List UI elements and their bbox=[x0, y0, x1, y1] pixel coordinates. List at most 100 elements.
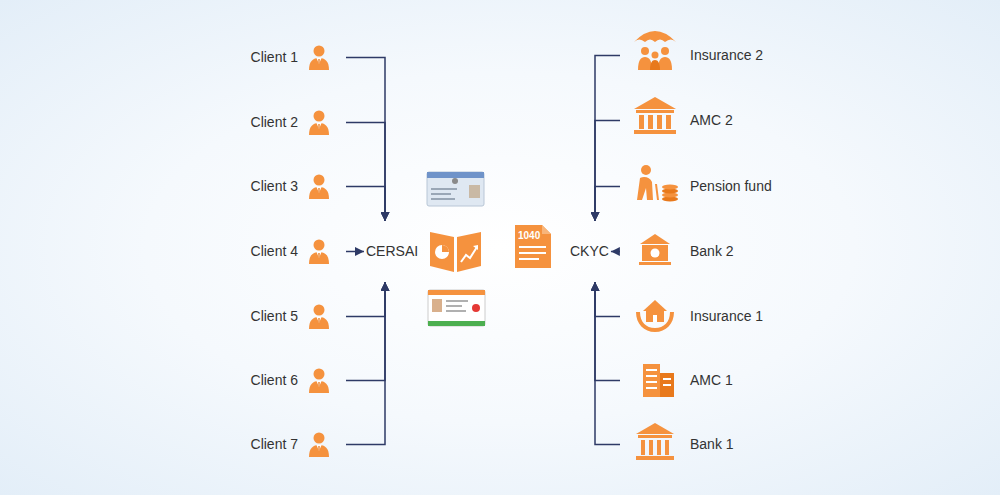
tax-form-icon bbox=[515, 225, 551, 268]
client-icon bbox=[309, 46, 329, 71]
flow-arrow bbox=[346, 187, 385, 222]
institution-label: Bank 1 bbox=[620, 436, 734, 453]
flow-arrow bbox=[595, 187, 620, 222]
node-text: Pension fund bbox=[690, 178, 772, 195]
card-line bbox=[446, 300, 468, 302]
bank-emblem bbox=[651, 249, 660, 258]
umbrella bbox=[634, 31, 676, 42]
flow-arrow bbox=[595, 282, 620, 317]
client-label: Client 7 bbox=[251, 436, 346, 453]
column bbox=[665, 440, 669, 455]
aadhaar-card-icon bbox=[428, 290, 485, 326]
client-icon bbox=[309, 175, 329, 200]
flow-arrow bbox=[346, 251, 364, 253]
pediment bbox=[634, 97, 676, 109]
family-head bbox=[641, 47, 649, 55]
node-text: CKYC bbox=[570, 243, 609, 260]
card-photo bbox=[469, 185, 480, 198]
card-bottom-stripe bbox=[428, 321, 485, 326]
node-text: Client 7 bbox=[251, 436, 298, 453]
family-head bbox=[661, 47, 669, 55]
column bbox=[641, 440, 645, 455]
node-text: AMC 2 bbox=[690, 112, 733, 129]
family-body bbox=[658, 57, 672, 70]
institution-label: Pension fund bbox=[620, 178, 772, 195]
family-body bbox=[638, 57, 652, 70]
column bbox=[666, 115, 671, 129]
node-text: Bank 1 bbox=[690, 436, 734, 453]
client-icon bbox=[309, 369, 329, 394]
card-body bbox=[427, 172, 484, 206]
amc-building-icon bbox=[634, 97, 676, 134]
form-number: 1040 bbox=[518, 230, 540, 242]
node-text: AMC 1 bbox=[690, 372, 733, 389]
man-body bbox=[637, 177, 653, 200]
house-body bbox=[646, 311, 664, 322]
flow-arrow bbox=[346, 282, 385, 317]
node-text: Insurance 2 bbox=[690, 47, 763, 64]
form-line bbox=[519, 252, 546, 254]
bank-body bbox=[642, 245, 668, 261]
tower-window bbox=[663, 384, 671, 386]
tower bbox=[643, 364, 660, 397]
client-label: Client 5 bbox=[251, 308, 346, 325]
flow-arrow bbox=[346, 58, 385, 222]
client-icon bbox=[309, 433, 329, 458]
node-text: Client 4 bbox=[251, 243, 298, 260]
institution-label: Insurance 2 bbox=[620, 47, 763, 64]
pension-icon bbox=[637, 165, 678, 202]
flow-arrow bbox=[346, 282, 385, 445]
tower-window bbox=[646, 381, 657, 383]
institution-label: AMC 1 bbox=[620, 372, 733, 389]
form-line bbox=[519, 246, 546, 248]
flow-arrow bbox=[595, 282, 620, 381]
entablature bbox=[636, 110, 674, 113]
bank-icon bbox=[639, 234, 671, 265]
client-label: Client 3 bbox=[251, 178, 346, 195]
base bbox=[634, 130, 676, 134]
institution-label: AMC 2 bbox=[620, 112, 733, 129]
tower-window bbox=[646, 369, 657, 371]
card-band bbox=[427, 172, 484, 178]
pan-card-icon bbox=[427, 172, 484, 206]
report-right-page bbox=[457, 232, 481, 272]
flow-arrow bbox=[595, 282, 620, 445]
node-text: Client 3 bbox=[251, 178, 298, 195]
node-text: Client 5 bbox=[251, 308, 298, 325]
card-logo bbox=[472, 304, 480, 312]
bank-roof bbox=[640, 234, 670, 244]
bank-base bbox=[639, 262, 671, 265]
tower bbox=[660, 373, 674, 397]
institution-label: Insurance 1 bbox=[620, 308, 763, 325]
node-text: Client 6 bbox=[251, 372, 298, 389]
bank-icon bbox=[636, 423, 674, 460]
card-photo bbox=[432, 299, 442, 312]
card-line bbox=[446, 305, 462, 307]
column bbox=[657, 440, 661, 455]
hand bbox=[655, 312, 674, 332]
registry-hub: CERSAI bbox=[364, 221, 420, 282]
tower-window bbox=[646, 375, 657, 377]
client-label: Client 1 bbox=[251, 49, 346, 66]
card-line bbox=[446, 310, 466, 312]
tower-window bbox=[663, 378, 671, 380]
column bbox=[649, 440, 653, 455]
flow-arrow bbox=[611, 251, 620, 253]
form-page bbox=[515, 225, 551, 268]
node-text: Client 2 bbox=[251, 114, 298, 131]
flow-arrow bbox=[346, 282, 385, 381]
trend-arrow bbox=[473, 245, 478, 250]
form-fold bbox=[542, 225, 551, 234]
bank-roof bbox=[636, 423, 674, 434]
client-label: Client 2 bbox=[251, 114, 346, 131]
card-line bbox=[431, 193, 451, 195]
house-roof bbox=[643, 300, 667, 311]
node-text: Client 1 bbox=[251, 49, 298, 66]
column bbox=[648, 115, 653, 129]
client-icon bbox=[309, 111, 329, 136]
flow-arrow bbox=[346, 123, 385, 222]
card-line bbox=[431, 188, 457, 190]
trend-line bbox=[461, 247, 477, 262]
client-icon bbox=[309, 305, 329, 330]
